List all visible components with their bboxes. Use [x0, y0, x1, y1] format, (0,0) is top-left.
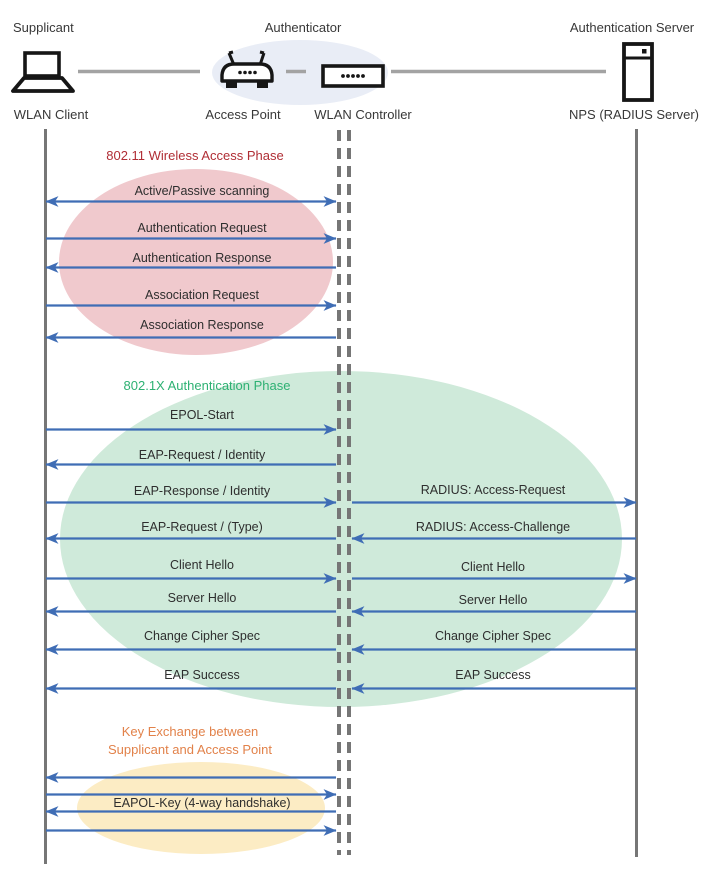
message-label: Server Hello [167, 591, 237, 605]
server-icon [622, 42, 654, 102]
laptop-icon [11, 51, 75, 95]
message-label: Server Hello [458, 593, 528, 607]
message-label: Association Request [145, 288, 259, 302]
device-label-nps-radius-server: NPS (RADIUS Server) [568, 107, 700, 122]
message-label: EAP Success [455, 668, 531, 682]
device-label-wlan-controller: WLAN Controller [314, 107, 412, 122]
message-label: Association Response [140, 318, 264, 332]
message-label: EPOL-Start [170, 408, 234, 422]
device-label-wlan-client: WLAN Client [13, 107, 89, 122]
phase-2-title: 802.1X Authentication Phase [123, 378, 291, 393]
phase-1-title: 802.11 Wireless Access Phase [106, 148, 284, 163]
message-label: RADIUS: Access-Challenge [415, 520, 571, 534]
message-label: Authentication Request [137, 221, 267, 235]
message-label: Active/Passive scanning [134, 184, 270, 198]
message-label: EAP-Response / Identity [133, 484, 271, 498]
message-label: Change Cipher Spec [143, 629, 261, 643]
message-label: Change Cipher Spec [434, 629, 552, 643]
role-label-authentication-server: Authentication Server [569, 20, 695, 35]
message-label: EAP-Request / Identity [138, 448, 266, 462]
role-label-authenticator: Authenticator [264, 20, 342, 35]
message-label: RADIUS: Access-Request [420, 483, 566, 497]
message-label: EAP-Request / (Type) [141, 520, 263, 534]
wlan-controller-icon [321, 64, 385, 88]
message-label: Client Hello [461, 560, 525, 574]
message-label: Client Hello [170, 558, 234, 572]
role-label-supplicant: Supplicant [13, 20, 74, 35]
message-label: Authentication Response [132, 251, 272, 265]
phase-3-title: Key Exchange between Supplicant and Acce… [107, 724, 273, 757]
message-label: EAP Success [164, 668, 240, 682]
message-label: EAPOL-Key (4-way handshake) [113, 796, 291, 810]
device-label-access-point: Access Point [205, 107, 281, 122]
access-point-icon [218, 50, 276, 91]
